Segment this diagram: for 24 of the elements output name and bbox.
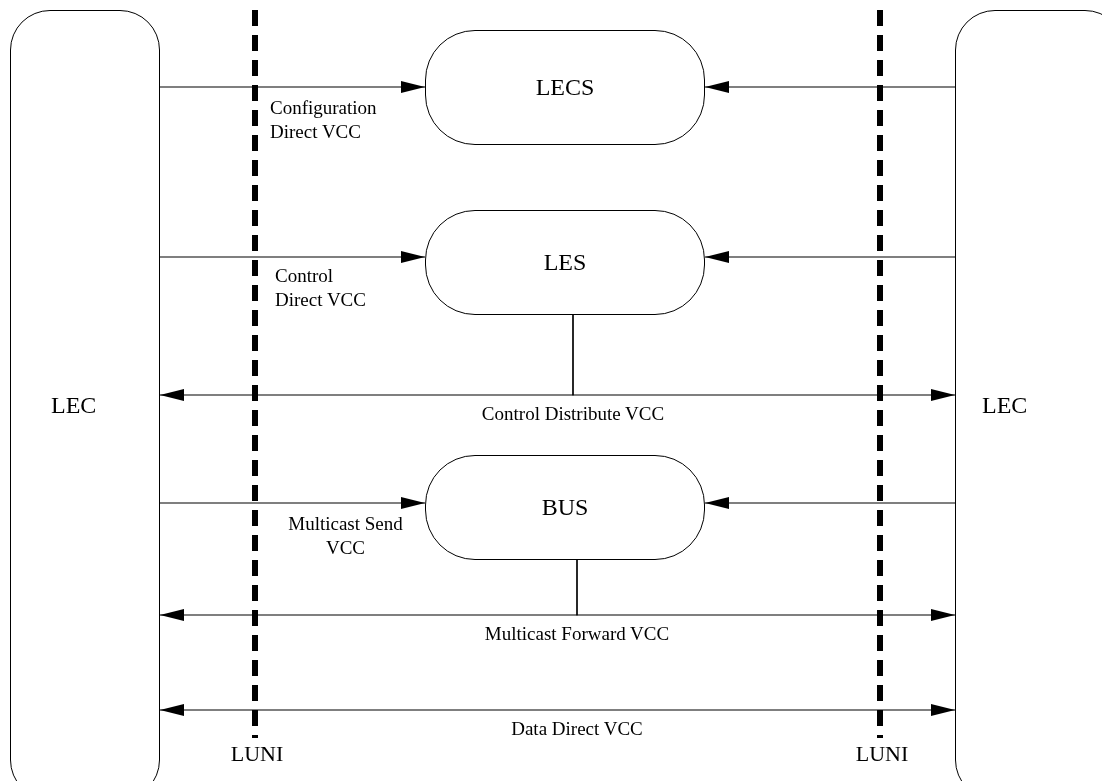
interface-label: LUNI xyxy=(854,742,910,766)
entity-box xyxy=(10,10,160,781)
edge-label: Control Direct VCC xyxy=(275,264,367,312)
arrow xyxy=(159,497,426,509)
entity-box xyxy=(955,10,1102,781)
node-label: LECS xyxy=(535,74,595,101)
edge-label: Control Distribute VCC xyxy=(480,402,666,426)
arrow xyxy=(576,559,956,621)
arrow xyxy=(704,251,956,263)
node-label: LEC xyxy=(51,391,97,419)
node-label: BUS xyxy=(541,494,589,521)
arrow xyxy=(704,81,956,93)
edge-label: Data Direct VCC xyxy=(510,717,644,741)
interface-label: LUNI xyxy=(229,742,285,766)
arrow xyxy=(159,81,426,93)
edge-label: Multicast Forward VCC xyxy=(483,622,671,646)
arrow xyxy=(704,497,956,509)
arrow xyxy=(572,314,956,401)
arrow xyxy=(159,704,956,716)
node-label: LES xyxy=(543,249,587,276)
arrow xyxy=(159,251,426,263)
edge-label: Multicast Send VCC xyxy=(287,512,404,560)
edge-label: Configuration Direct VCC xyxy=(270,96,378,144)
node-label: LEC xyxy=(982,391,1028,419)
